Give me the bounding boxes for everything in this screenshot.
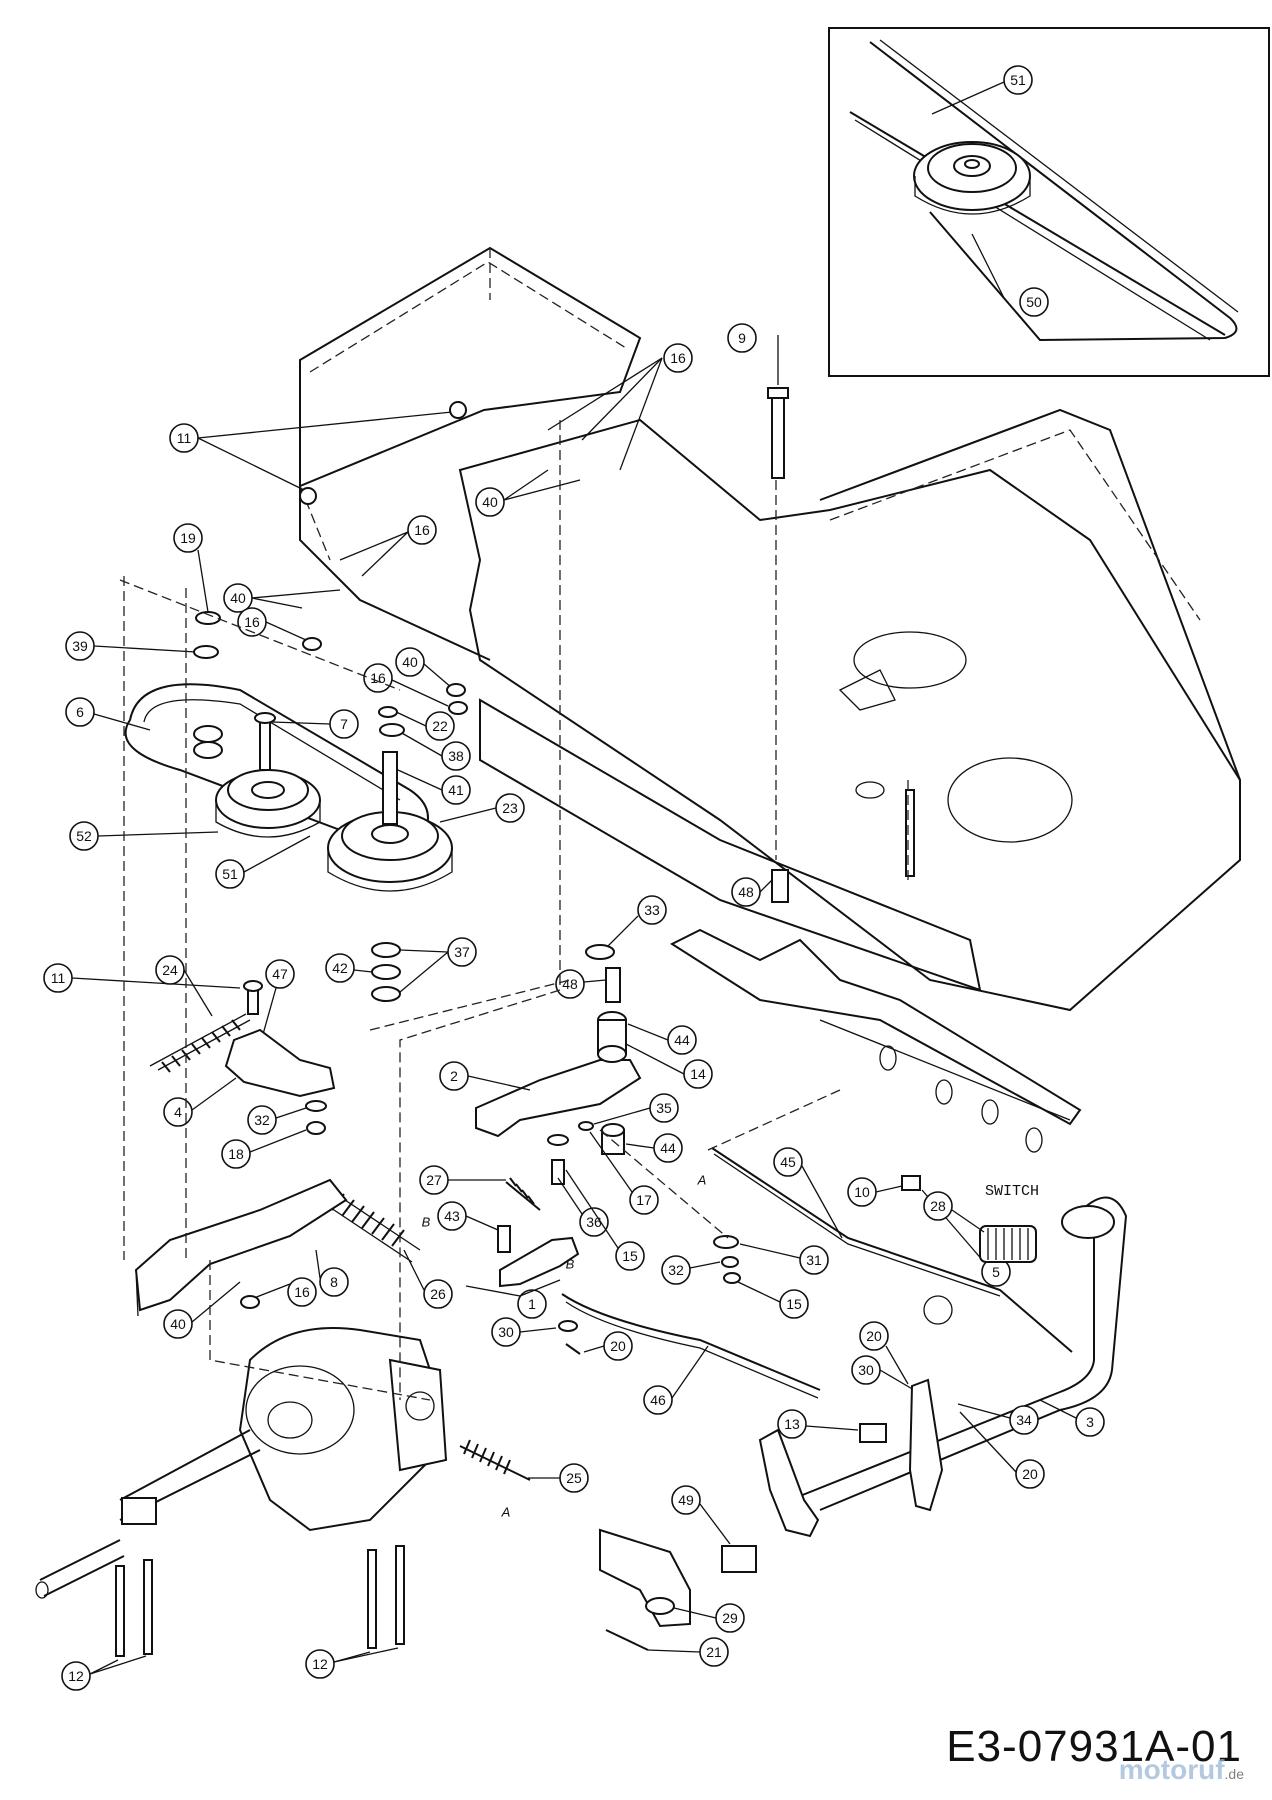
callout-17: 17 <box>636 1192 652 1208</box>
callout-1: 1 <box>528 1296 536 1312</box>
callout-20-c: 20 <box>1022 1466 1038 1482</box>
watermark-domain: .de <box>1224 1766 1244 1782</box>
callout-24: 24 <box>162 962 178 978</box>
callout-30-b: 30 <box>858 1362 874 1378</box>
inset-detail <box>828 27 1270 377</box>
callout-40-mid: 40 <box>482 494 498 510</box>
callout-42: 42 <box>332 960 348 976</box>
pin-9 <box>767 387 789 479</box>
callout-6: 6 <box>76 704 84 720</box>
drawing-code: E3-07931A-01 <box>946 1722 1242 1771</box>
callout-43: 43 <box>444 1208 460 1224</box>
callout-33: 33 <box>644 902 660 918</box>
callout-51: 51 <box>222 866 238 882</box>
section-marker-a-top: A <box>697 1173 707 1188</box>
callout-20-b: 20 <box>866 1328 882 1344</box>
callout-21: 21 <box>706 1644 722 1660</box>
callout-36: 36 <box>586 1214 602 1230</box>
callout-28: 28 <box>930 1198 946 1214</box>
switch-label: SWITCH <box>985 1183 1040 1200</box>
callout-35: 35 <box>656 1100 672 1116</box>
callout-16-d: 16 <box>294 1284 310 1300</box>
callout-23: 23 <box>502 800 518 816</box>
callout-25: 25 <box>566 1470 582 1486</box>
callout-16-b: 16 <box>244 614 260 630</box>
callout-12-a: 12 <box>68 1668 84 1684</box>
callout-15-a: 15 <box>622 1248 638 1264</box>
callout-11-low: 11 <box>51 970 66 986</box>
callout-11-top: 11 <box>177 430 192 446</box>
belt-and-pulleys <box>124 683 453 892</box>
watermark-logo: motoruf.de <box>1119 1754 1244 1786</box>
section-marker-a-bottom: A <box>501 1505 511 1520</box>
arm-1-assembly <box>497 1159 580 1288</box>
callout-30-a: 30 <box>498 1324 514 1340</box>
callout-32-b: 32 <box>668 1262 684 1278</box>
interlock-bracket <box>669 789 1082 1191</box>
callout-41: 41 <box>448 782 464 798</box>
callout-46: 46 <box>650 1392 666 1408</box>
callout-52: 52 <box>76 828 92 844</box>
callout-29: 29 <box>722 1610 738 1626</box>
callout-48-b: 48 <box>562 976 578 992</box>
callout-3: 3 <box>1086 1414 1094 1430</box>
callout-38: 38 <box>448 748 464 764</box>
callout-8: 8 <box>330 1274 338 1290</box>
callout-47: 47 <box>272 966 288 982</box>
callout-44-a: 44 <box>674 1032 690 1048</box>
callout-40-a: 40 <box>230 590 246 606</box>
callout-48-a: 48 <box>738 884 754 900</box>
callout-26: 26 <box>430 1286 446 1302</box>
callout-19: 19 <box>180 530 196 546</box>
callout-18: 18 <box>228 1146 244 1162</box>
callout-16-c: 16 <box>370 670 386 686</box>
callout-15-b: 15 <box>786 1296 802 1312</box>
center-lever-assembly <box>475 1011 642 1155</box>
callout-12-b: 12 <box>312 1656 328 1672</box>
callout-27: 27 <box>426 1172 442 1188</box>
section-marker-b-left: B <box>422 1215 431 1230</box>
callout-49: 49 <box>678 1492 694 1508</box>
callout-20-a: 20 <box>610 1338 626 1354</box>
callout-34: 34 <box>1016 1412 1032 1428</box>
callout-2: 2 <box>450 1068 458 1084</box>
callout-45: 45 <box>780 1154 796 1170</box>
callout-10: 10 <box>854 1184 870 1200</box>
callout-40-c: 40 <box>170 1316 186 1332</box>
callout-50-inset: 50 <box>1026 294 1042 310</box>
callout-37: 37 <box>454 944 470 960</box>
frame-assembly <box>299 246 1241 1012</box>
callout-4: 4 <box>174 1104 182 1120</box>
callout-9: 9 <box>738 330 746 346</box>
callout-31: 31 <box>806 1252 822 1268</box>
callout-5: 5 <box>992 1264 1000 1280</box>
callout-39: 39 <box>72 638 88 654</box>
callout-14: 14 <box>690 1066 706 1082</box>
callout-44-b: 44 <box>660 1140 676 1156</box>
pedal-shaft-3 <box>789 1196 1128 1511</box>
watermark-name: motoruf <box>1118 1754 1225 1785</box>
callout-32-a: 32 <box>254 1112 270 1128</box>
callout-7: 7 <box>340 716 348 732</box>
section-marker-b-right: B <box>566 1257 575 1272</box>
callout-51-inset: 51 <box>1010 72 1026 88</box>
callout-13: 13 <box>784 1416 800 1432</box>
transaxle <box>35 1327 448 1599</box>
callout-40-b: 40 <box>402 654 418 670</box>
callout-16-a: 16 <box>414 522 430 538</box>
callout-22: 22 <box>432 718 448 734</box>
callout-16-top: 16 <box>670 350 686 366</box>
